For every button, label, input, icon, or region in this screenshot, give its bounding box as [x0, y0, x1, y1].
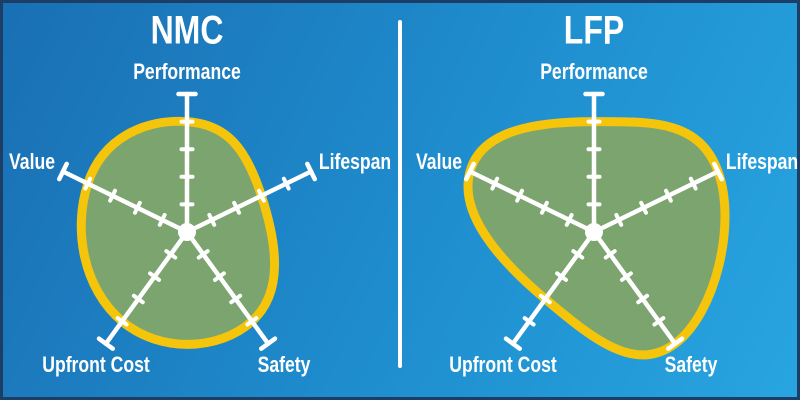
nmc-center-dot: [178, 223, 196, 241]
nmc-tick: [281, 176, 291, 191]
divider-line: [398, 20, 402, 368]
nmc-tick: [196, 249, 210, 260]
lfp-axis-end-cap: [712, 161, 725, 182]
lfp-tick: [614, 212, 624, 227]
lfp-tick: [636, 293, 650, 305]
lfp-axis-end-cap: [463, 161, 476, 182]
lfp-tick: [522, 316, 536, 327]
lfp-tick: [555, 271, 569, 282]
nmc-axis-end-cap: [258, 336, 278, 351]
lfp-spoke-upfront-cost: [510, 229, 597, 346]
nmc-axis-end-cap: [96, 336, 116, 351]
nmc-spoke-safety: [184, 229, 271, 346]
lfp-tick: [664, 188, 673, 203]
nmc-tick: [108, 188, 117, 203]
lfp-tick: [639, 200, 649, 215]
nmc-tick: [245, 316, 259, 327]
nmc-axis-end-cap: [305, 161, 318, 182]
nmc-tick: [115, 316, 129, 327]
nmc-tick: [132, 200, 142, 215]
lfp-axis-end-cap: [665, 336, 685, 351]
lfp-tick: [515, 188, 524, 203]
nmc-tick: [232, 200, 242, 215]
nmc-tick: [257, 188, 266, 203]
nmc-tick: [229, 293, 243, 305]
lfp-spoke-safety: [591, 229, 678, 346]
nmc-tick: [212, 271, 226, 282]
lfp-spoke-value: [467, 169, 597, 235]
lfp-tick: [564, 212, 574, 227]
nmc-tick: [157, 212, 167, 227]
nmc-spoke-lifespan: [184, 169, 314, 235]
lfp-tick: [619, 271, 633, 282]
nmc-tick: [83, 176, 93, 191]
radar-group-nmc: [56, 91, 318, 351]
lfp-tick: [490, 176, 500, 191]
nmc-tick: [131, 293, 145, 305]
lfp-axis-end-cap: [503, 336, 523, 351]
lfp-tick: [688, 176, 698, 191]
lfp-tick: [538, 293, 552, 305]
lfp-tick: [571, 249, 585, 260]
lfp-center-dot: [585, 223, 603, 241]
nmc-tick: [207, 212, 217, 227]
lfp-spoke-lifespan: [591, 169, 721, 235]
nmc-tick: [148, 271, 162, 282]
nmc-axis-end-cap: [56, 161, 69, 182]
nmc-spoke-upfront-cost: [103, 229, 190, 346]
lfp-tick: [539, 200, 549, 215]
lfp-tick: [603, 249, 617, 260]
nmc-spoke-value: [60, 169, 190, 235]
nmc-tick: [164, 249, 178, 260]
radar-group-lfp: [463, 91, 730, 360]
lfp-tick: [652, 316, 666, 327]
